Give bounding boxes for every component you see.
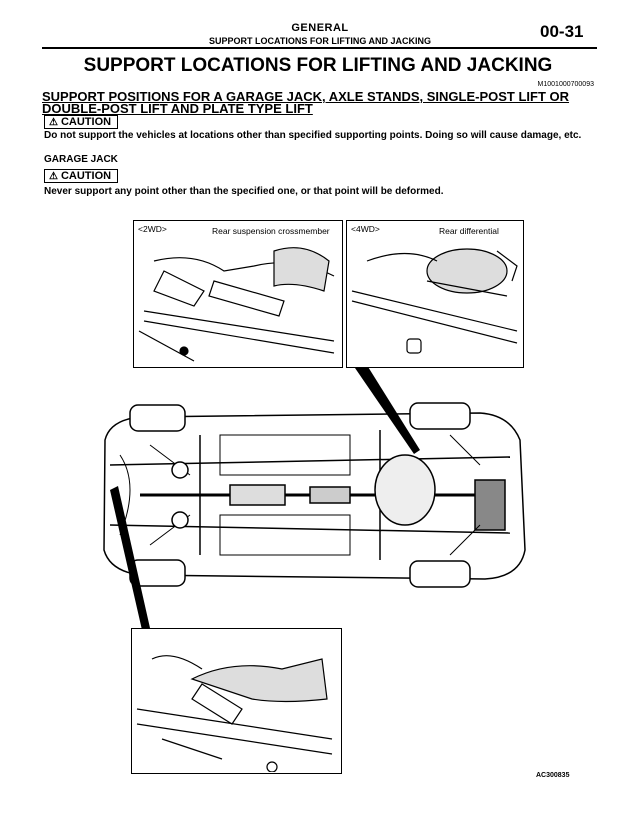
caution-label-2: CAUTION	[60, 170, 112, 182]
vehicle-underbody-drawing	[103, 402, 526, 588]
garage-jack-heading: GARAGE JACK	[44, 154, 118, 165]
warning-triangle-icon: ⚠	[49, 170, 58, 182]
header-rule	[42, 47, 597, 49]
caution-box-2: ⚠ CAUTION	[44, 169, 119, 183]
rear-differential-drawing	[351, 248, 518, 354]
header-category: GENERAL	[291, 22, 349, 34]
inset-2wd: <2WD> Rear suspension crossmember	[133, 220, 343, 368]
label-rear-differential: Rear differential	[439, 226, 499, 236]
caution-text-2: Never support any point other than the s…	[44, 186, 444, 197]
inset-front	[131, 628, 342, 774]
label-4wd: <4WD>	[351, 224, 380, 234]
page-title: SUPPORT LOCATIONS FOR LIFTING AND JACKIN…	[83, 55, 553, 76]
front-jack-point-drawing	[136, 655, 333, 772]
section-heading: SUPPORT POSITIONS FOR A GARAGE JACK, AXL…	[42, 89, 570, 116]
page-number: 00-31	[540, 22, 584, 41]
header-subtitle: SUPPORT LOCATIONS FOR LIFTING AND JACKIN…	[209, 36, 431, 46]
warning-triangle-icon: ⚠	[49, 116, 58, 128]
label-rear-crossmember: Rear suspension crossmember	[212, 226, 330, 236]
rear-crossmember-drawing	[138, 247, 335, 362]
document-id: M1001000700093	[537, 81, 594, 88]
label-2wd: <2WD>	[138, 224, 167, 234]
caution-label-1: CAUTION	[60, 116, 112, 128]
caution-text-1: Do not support the vehicles at locations…	[44, 130, 582, 141]
inset-4wd: <4WD> Rear differential	[346, 220, 524, 368]
caution-box-1: ⚠ CAUTION	[44, 115, 119, 129]
figure-id: AC300835	[536, 772, 570, 779]
